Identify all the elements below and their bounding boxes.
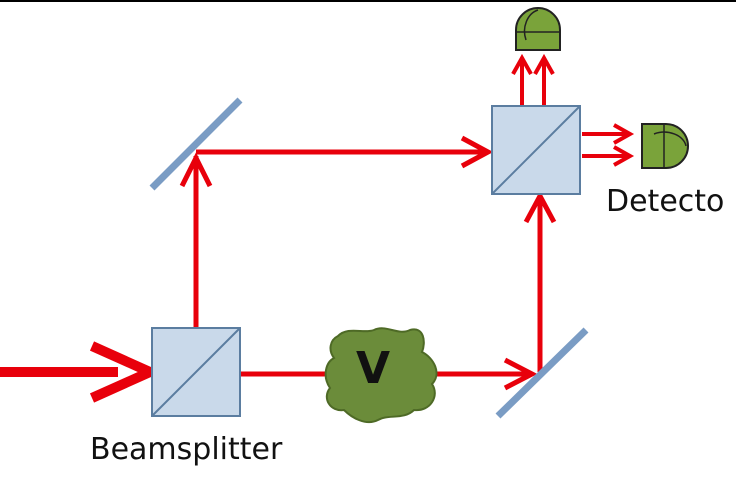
output-beam-up-2-arrow <box>533 53 555 75</box>
beamsplitter-1 <box>151 327 241 417</box>
detector-right <box>641 123 689 169</box>
object-label: V <box>356 343 391 394</box>
mirror-top-left <box>149 97 243 191</box>
beamsplitter-2 <box>491 105 581 195</box>
detector-top <box>515 7 561 51</box>
upper-beam-arrowhead <box>460 135 494 169</box>
output-beam-up-1-arrow <box>511 53 533 75</box>
beamsplitter-label: Beamsplitter <box>90 432 283 467</box>
output-beam-right-2-arrow <box>613 145 635 167</box>
input-beam-arrowhead <box>89 341 163 403</box>
mirror-bottom-right <box>495 327 589 419</box>
left-beam-arrowhead <box>179 152 213 188</box>
lower-beam-arrowhead <box>503 357 538 391</box>
detectors-label: Detecto <box>606 184 725 219</box>
right-beam-arrowhead <box>523 190 557 224</box>
object-blob <box>324 327 438 424</box>
output-beam-right-1-arrow <box>613 123 635 145</box>
